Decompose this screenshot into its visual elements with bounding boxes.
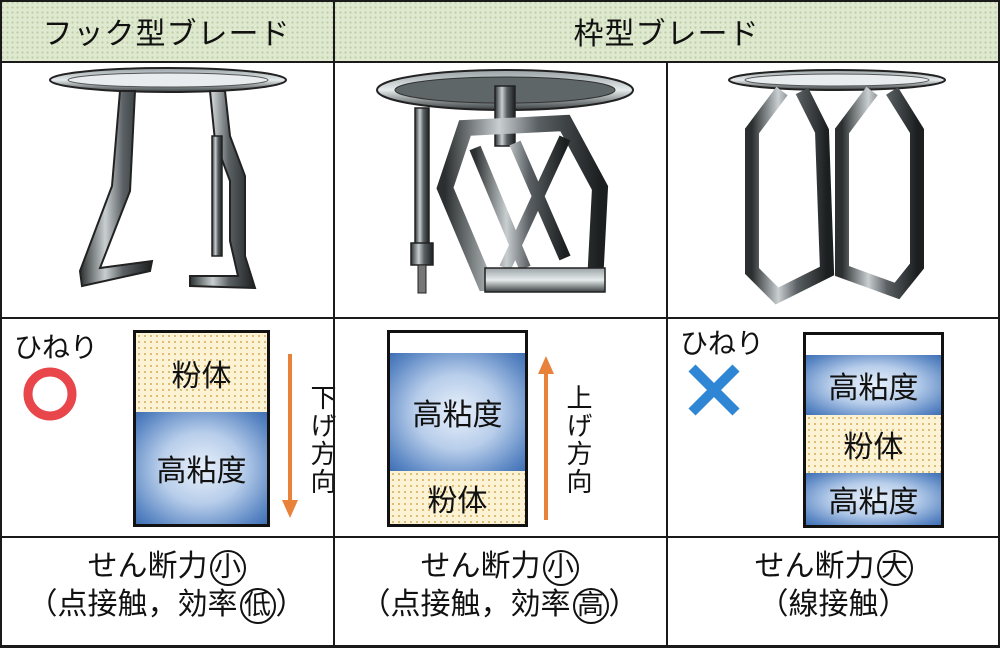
down-direction-label: 下げ方向 (306, 384, 336, 496)
frame-viscous-layer: 高粘度 (390, 353, 525, 471)
hook-powder-label: 粉体 (171, 358, 232, 394)
header-hook-blade: フック型ブレード (0, 0, 333, 62)
frame-right-powder-layer: 粉体 (806, 415, 941, 473)
frame-right-powder-label: 粉体 (843, 430, 904, 465)
frame-right-viscous-top: 高粘度 (806, 355, 941, 415)
circle-mark-icon (23, 367, 77, 421)
frame-right-shear-label: せん断力 (754, 549, 875, 584)
frame-shear-value: 小 (542, 549, 579, 586)
hook-shear-label: せん断力 (87, 549, 208, 584)
frame-right-shear-value: 大 (876, 549, 913, 586)
frame-right-viscous-bottom: 高粘度 (806, 473, 941, 525)
frame-right-viscous-bottom-label: 高粘度 (828, 485, 919, 520)
hook-contact-close: ） (275, 587, 306, 622)
frame-right-viscous-top-label: 高粘度 (828, 371, 919, 406)
hook-viscous-label: 高粘度 (156, 454, 247, 489)
hook-flow-diagram: 粉体 高粘度 (133, 330, 270, 527)
hook-contact-label: （点接触，効率 (27, 587, 238, 622)
cross-mark-icon (688, 364, 740, 416)
frame-right-contact-label: （線接触） (758, 587, 909, 622)
down-arrow-icon (282, 354, 298, 518)
frame-contact-close: ） (608, 587, 639, 622)
hook-viscous-layer: 高粘度 (136, 412, 267, 524)
up-arrow-icon (538, 356, 554, 520)
frame-efficiency-value: 高 (572, 587, 609, 624)
frame-shear-label: せん断力 (420, 549, 541, 584)
hook-efficiency-value: 低 (239, 587, 276, 624)
hook-shear-value: 小 (209, 549, 246, 586)
header-frame-blade: 枠型ブレード (333, 0, 1000, 62)
frame-right-shear-text: せん断力大 （線接触） (667, 548, 1000, 624)
frame-powder-label: 粉体 (427, 483, 488, 519)
frame-shear-text: せん断力小 （点接触，効率高） (333, 548, 666, 624)
frame-blade-photo-right (728, 69, 946, 305)
header-hook-label: フック型ブレード (42, 17, 291, 52)
hook-twist-label: ひねり (14, 331, 99, 364)
frame-contact-label: （点接触，効率 (360, 587, 571, 622)
frame-blade-photo (376, 69, 634, 294)
frame-powder-layer: 粉体 (390, 471, 525, 524)
frame-flow-diagram: 高粘度 粉体 (387, 330, 528, 527)
frame-twist-label: ひねり (680, 327, 765, 360)
hook-blade-photo (49, 67, 287, 290)
hook-powder-layer: 粉体 (136, 333, 267, 412)
header-frame-label: 枠型ブレード (573, 17, 760, 52)
hook-shear-text: せん断力小 （点接触，効率低） (0, 548, 333, 624)
frame-viscous-label: 高粘度 (412, 398, 503, 433)
up-direction-label: 上げ方向 (562, 384, 592, 496)
frame-right-flow-diagram: 高粘度 粉体 高粘度 (803, 332, 944, 528)
